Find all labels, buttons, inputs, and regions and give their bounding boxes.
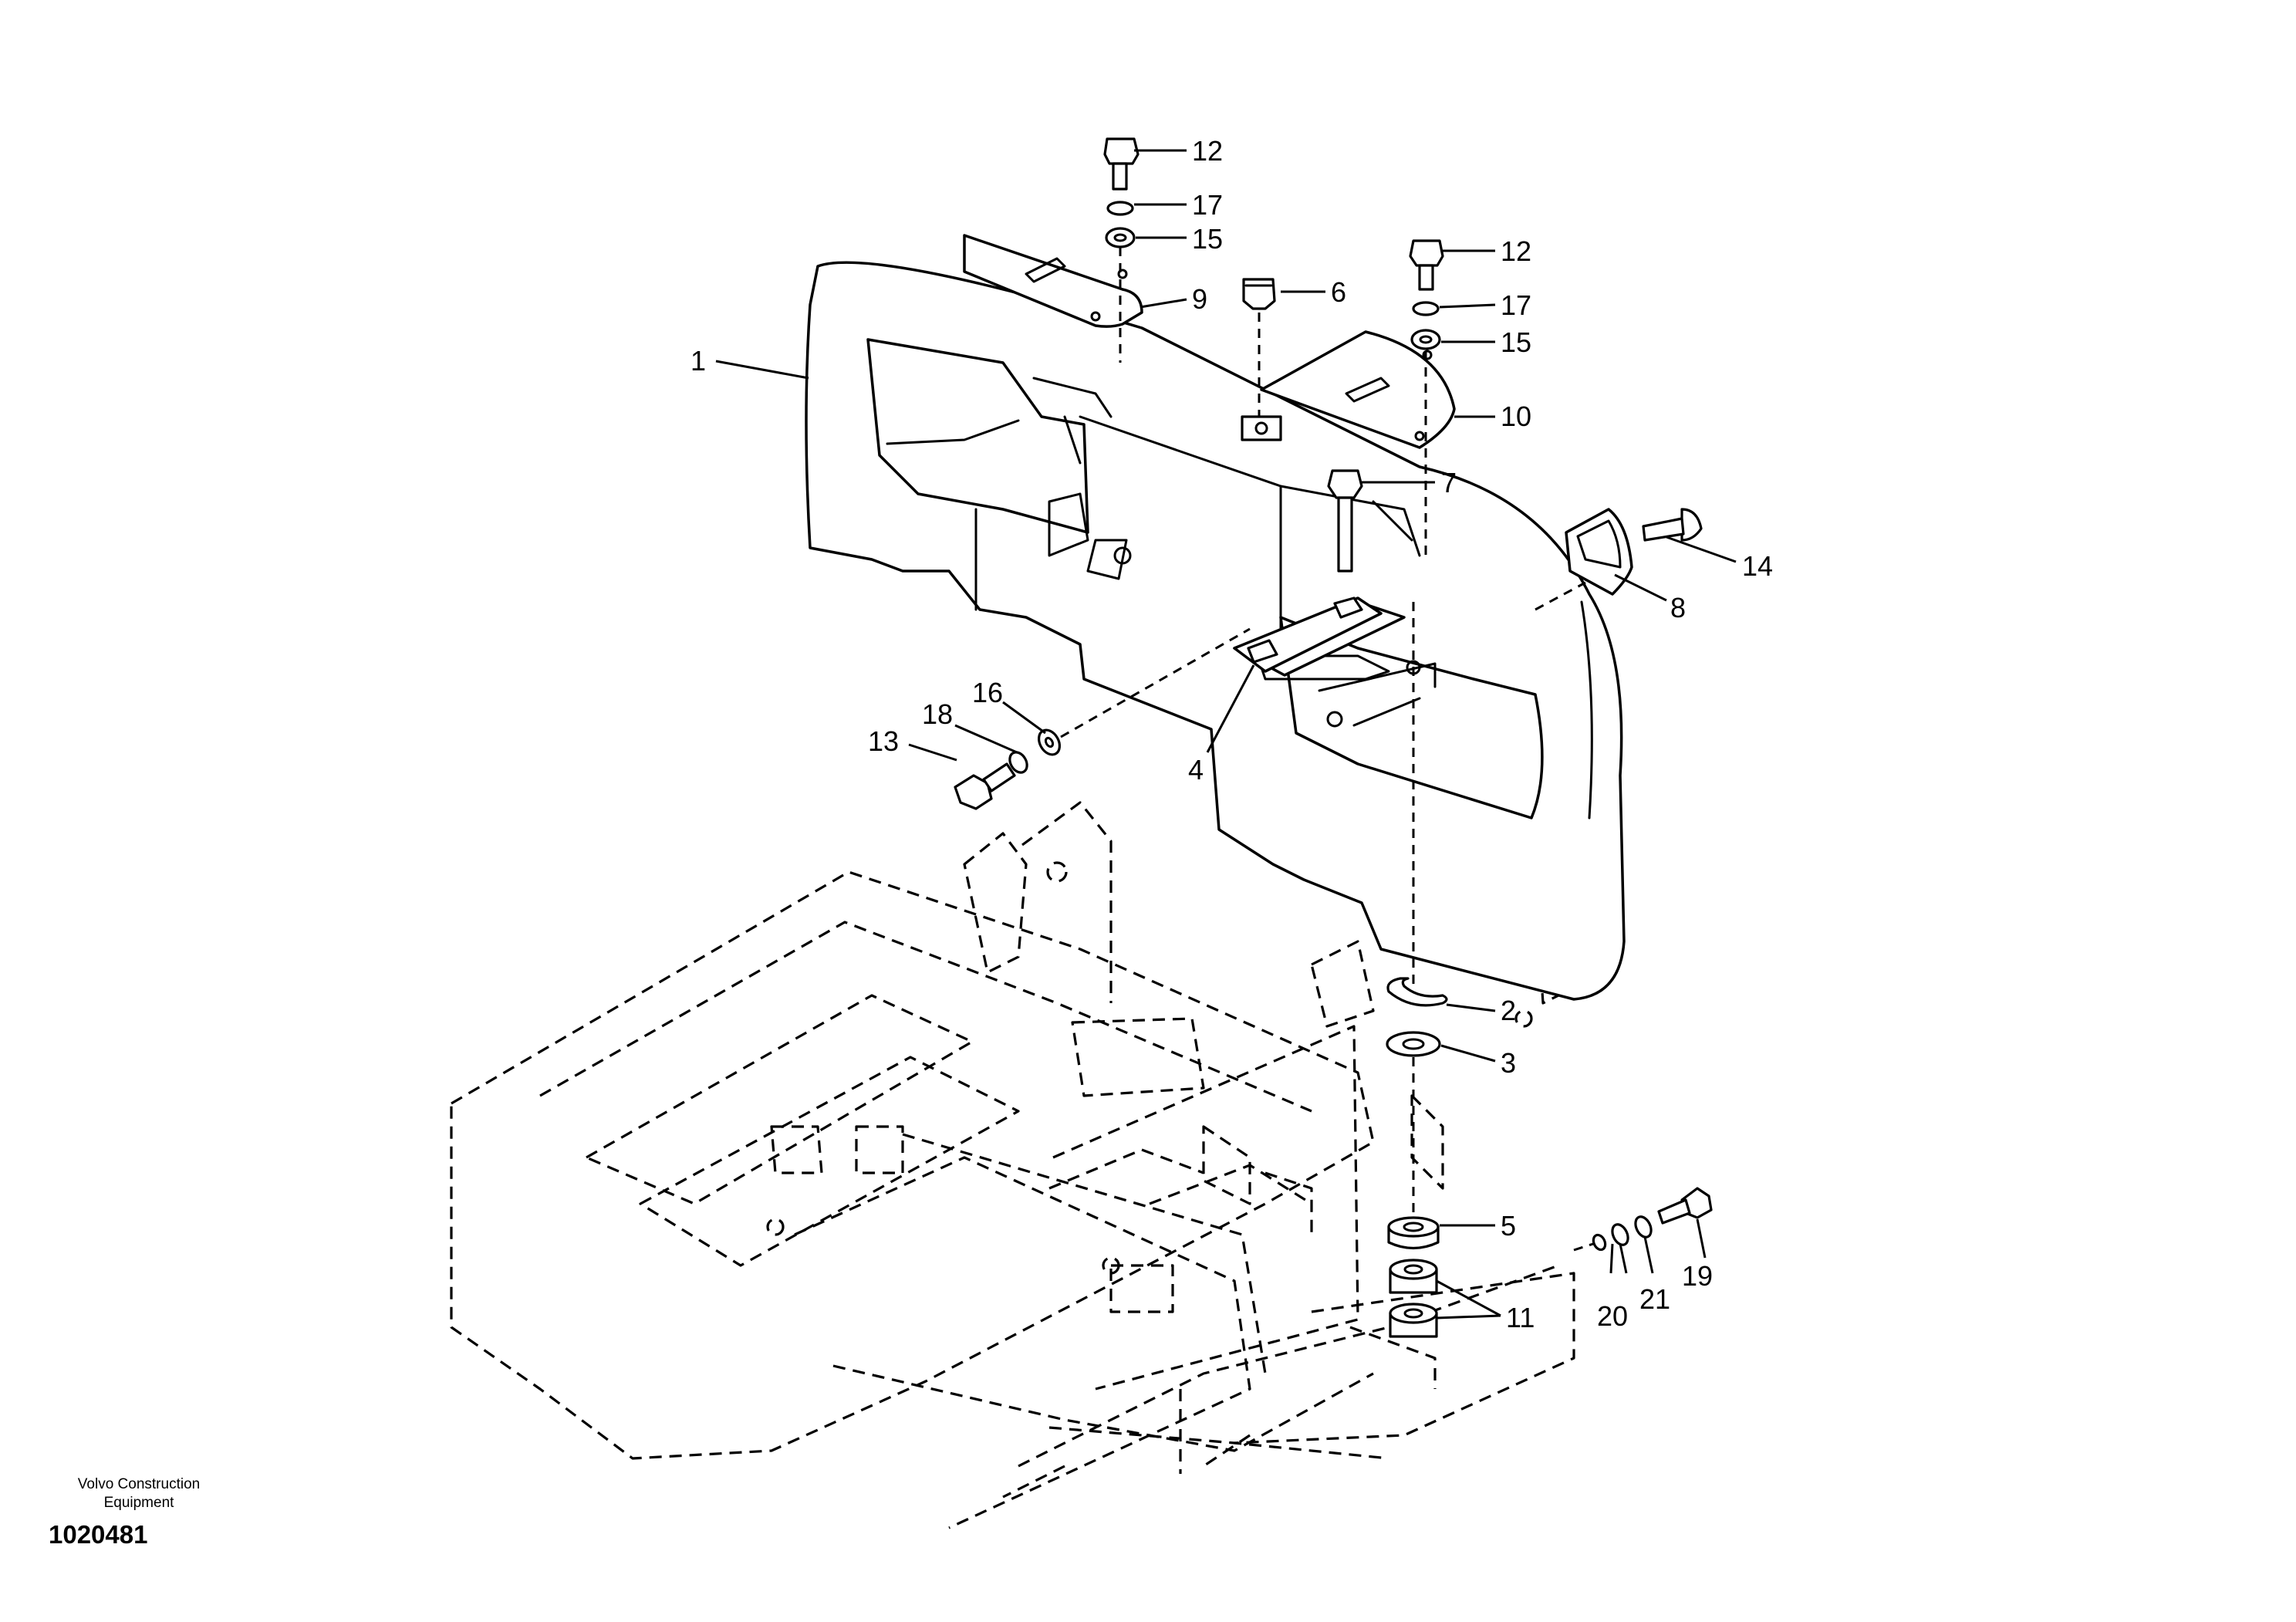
machine-frame-outline	[450, 801, 1575, 1529]
plug	[1241, 278, 1282, 441]
spring-washer-21	[1634, 1215, 1653, 1238]
assembly-axes	[1060, 247, 1594, 1252]
callout-8: 8	[1670, 592, 1686, 623]
callout-4: 4	[1188, 754, 1204, 786]
washer-3	[1386, 1031, 1441, 1057]
washer-15-right	[1410, 329, 1441, 350]
lifting-bolt	[1327, 469, 1363, 573]
c-washer-2	[1386, 977, 1448, 1007]
cover-plate-right	[1260, 330, 1456, 449]
leader-lines	[715, 149, 1737, 1320]
spring-washer-17-right	[1412, 301, 1440, 316]
callout-3: 3	[1501, 1047, 1516, 1079]
washer-16	[1037, 728, 1062, 756]
callout-2: 2	[1501, 995, 1516, 1026]
callout-9: 9	[1192, 283, 1207, 315]
bolt-12-left	[1103, 137, 1140, 191]
callout-16: 16	[972, 677, 1003, 708]
callout-12-right: 12	[1501, 235, 1531, 267]
lamp-screw	[1642, 508, 1703, 542]
nut-11-lower	[1389, 1303, 1438, 1338]
callout-14: 14	[1742, 550, 1773, 582]
washer-20-b	[1592, 1233, 1607, 1252]
counterweight	[805, 261, 1626, 1001]
bolt-19	[1657, 1187, 1713, 1225]
lifting-bracket	[1233, 596, 1383, 673]
washer-15-left	[1105, 227, 1136, 248]
drawing-footer: Volvo Construction Equipment 1020481	[46, 1475, 231, 1549]
callout-15-right: 15	[1501, 326, 1531, 358]
callout-19: 19	[1682, 1260, 1713, 1292]
manufacturer-line-2: Equipment	[103, 1495, 174, 1511]
washer-20-a	[1611, 1223, 1629, 1246]
callout-12-left: 12	[1192, 135, 1223, 167]
manufacturer-line-1: Volvo Construction	[77, 1476, 201, 1492]
bolt-13	[954, 762, 1016, 810]
callout-18: 18	[922, 698, 953, 730]
callout-21: 21	[1639, 1283, 1670, 1315]
spring-washer-17-left	[1106, 201, 1134, 216]
work-lamp	[1565, 508, 1633, 596]
cover-plate-left	[963, 234, 1143, 328]
callout-17-right: 17	[1501, 289, 1531, 321]
callout-labels: 1 12 17 15 9 6 12 17 15 10 7 14 8 16 18 …	[690, 135, 1773, 1333]
bolt-12-right	[1409, 239, 1444, 291]
nut-11-upper	[1389, 1259, 1438, 1294]
callout-17-left: 17	[1192, 189, 1223, 221]
spacer-5	[1387, 1216, 1440, 1250]
callout-10: 10	[1501, 400, 1531, 432]
callout-20: 20	[1597, 1300, 1628, 1332]
callout-13: 13	[868, 725, 899, 757]
spring-washer-18	[1008, 751, 1028, 774]
callout-6: 6	[1331, 276, 1346, 308]
callout-11: 11	[1506, 1302, 1535, 1333]
callout-7: 7	[1441, 467, 1457, 498]
callout-15-left: 15	[1192, 223, 1223, 255]
callout-5: 5	[1501, 1210, 1516, 1242]
callout-1: 1	[690, 345, 706, 377]
drawing-number: 1020481	[49, 1520, 148, 1549]
